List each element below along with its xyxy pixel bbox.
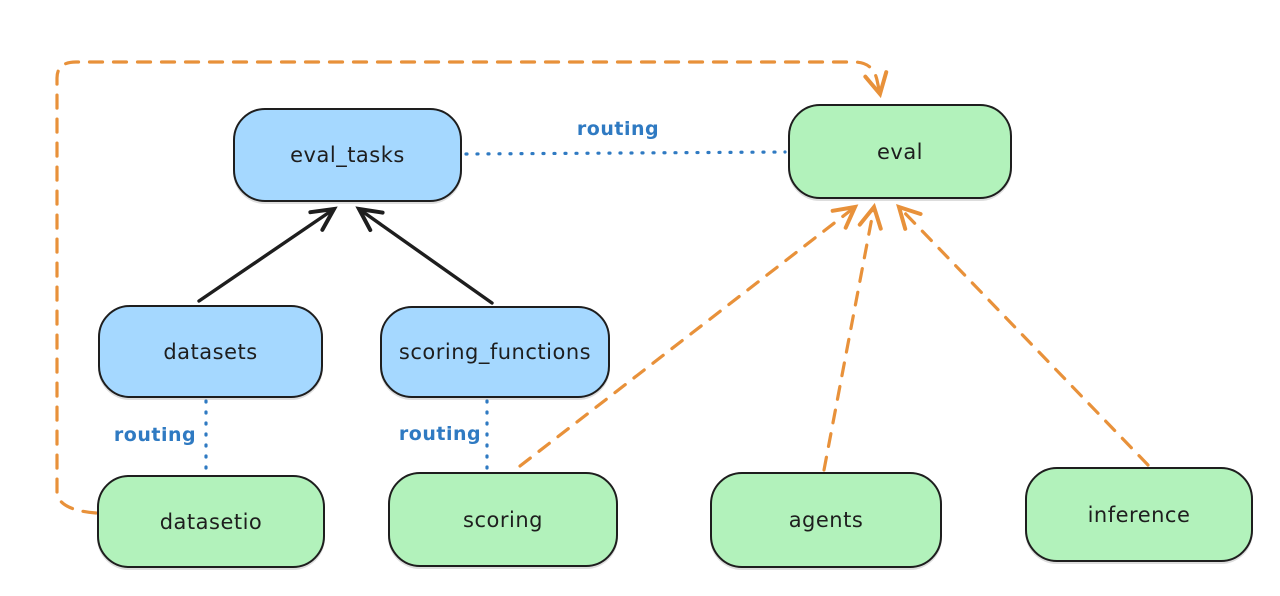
edge-label-routing-eval: routing	[576, 118, 660, 140]
node-scoring-label: scoring	[463, 507, 543, 532]
edge-eval-tasks-to-eval-routing	[464, 150, 787, 156]
edge-scoring-functions-to-eval-tasks-arrow	[355, 206, 494, 305]
node-eval-tasks: eval_tasks	[233, 108, 462, 202]
node-agents-label: agents	[788, 508, 864, 532]
edge-label-routing-datasetio: routing	[113, 424, 197, 446]
node-agents: agents	[710, 472, 942, 568]
node-scoring: scoring	[388, 472, 618, 567]
node-datasetio-label: datasetio	[159, 509, 263, 534]
node-eval-tasks-label: eval_tasks	[290, 143, 405, 167]
node-datasets: datasets	[98, 305, 323, 398]
edge-inference-to-eval-dashed-arrow	[896, 203, 1150, 467]
node-eval: eval	[788, 104, 1012, 199]
node-datasets-label: datasets	[163, 339, 258, 364]
node-datasetio: datasetio	[97, 475, 325, 568]
node-inference: inference	[1025, 467, 1253, 562]
node-inference-label: inference	[1087, 502, 1191, 527]
node-eval-label: eval	[876, 139, 924, 164]
edge-label-routing-scoring: routing	[398, 423, 482, 445]
edge-datasets-to-eval-tasks-arrow	[197, 206, 338, 303]
node-scoring-functions: scoring_functions	[380, 306, 610, 398]
edge-agents-to-eval-dashed-arrow	[822, 202, 883, 472]
node-scoring-functions-label: scoring_functions	[398, 340, 592, 364]
